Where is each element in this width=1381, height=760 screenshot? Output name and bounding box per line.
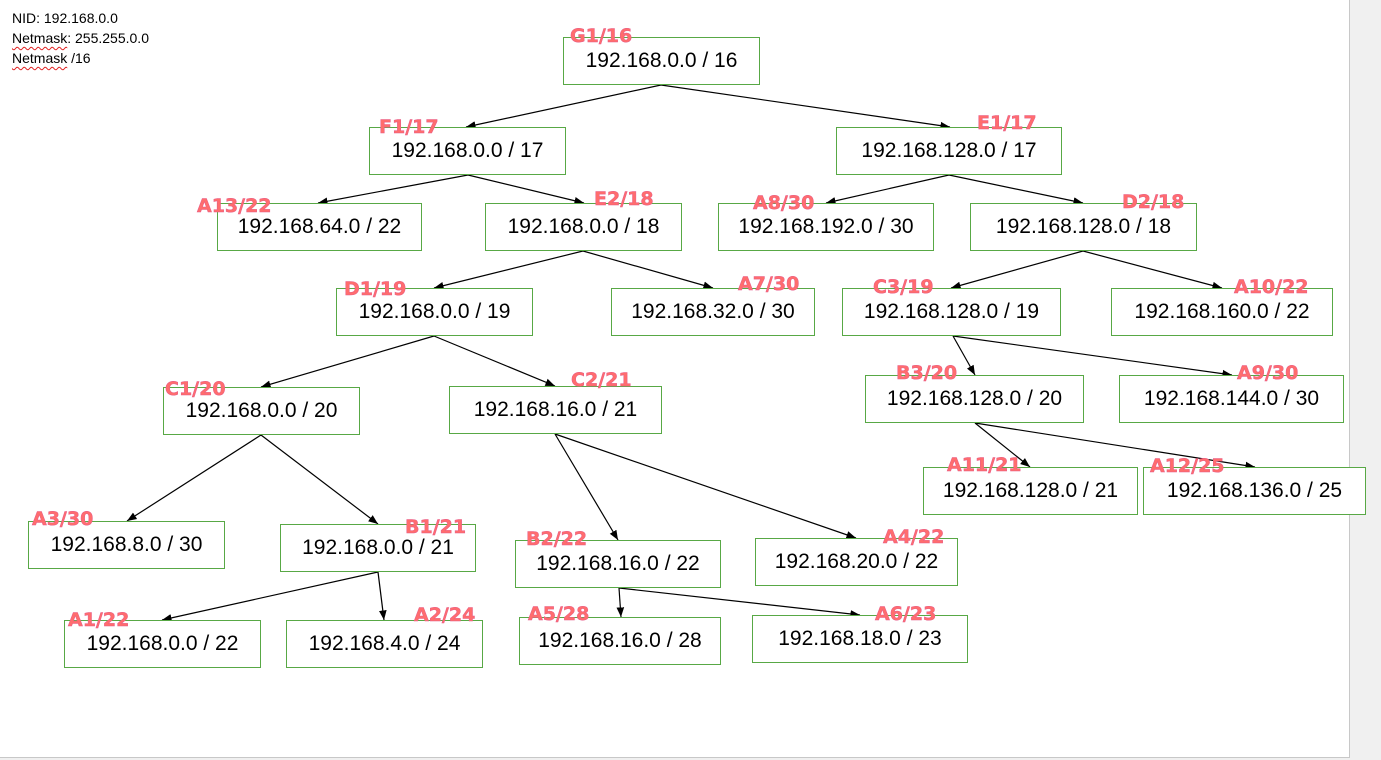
subnet-tag-b1: B1/21 [405, 516, 467, 538]
edge-e1-a8 [825, 174, 950, 205]
netmask-line: Netmask: 255.255.0.0 [12, 30, 149, 46]
subnet-tag-a8: A8/30 [753, 192, 815, 214]
edge-e2-a7 [582, 250, 714, 290]
subnet-box-a8: 192.168.192.0 / 30 [718, 203, 934, 251]
subnet-box-d2: 192.168.128.0 / 18 [970, 203, 1197, 251]
subnet-box-a13: 192.168.64.0 / 22 [217, 203, 422, 251]
subnet-box-a2: 192.168.4.0 / 24 [286, 620, 483, 668]
subnet-tag-d1: D1/19 [344, 278, 407, 300]
subnet-tag-c2: C2/21 [571, 369, 632, 391]
subnet-tag-a7: A7/30 [738, 273, 800, 295]
subnet-box-b2: 192.168.16.0 / 22 [515, 540, 721, 588]
edge-e2-d1 [433, 250, 584, 290]
edge-d1-c2 [433, 335, 556, 387]
subnet-box-a11: 192.168.128.0 / 21 [923, 467, 1138, 515]
subnet-box-a4: 192.168.20.0 / 22 [755, 538, 958, 586]
subnet-box-a5: 192.168.16.0 / 28 [519, 617, 721, 665]
subnet-tag-d2: D2/18 [1122, 191, 1185, 213]
subnet-box-a3: 192.168.8.0 / 30 [28, 521, 225, 569]
subnet-tag-f1: F1/17 [379, 116, 439, 138]
subnet-tag-e2: E2/18 [594, 188, 654, 210]
edge-c3-a9 [952, 335, 1233, 378]
subnet-tag-a11: A11/21 [947, 454, 1022, 476]
subnet-box-d1: 192.168.0.0 / 19 [336, 288, 533, 336]
edge-e1-d2 [948, 174, 1084, 205]
subnet-box-a9: 192.168.144.0 / 30 [1119, 375, 1344, 423]
subnet-tag-e1: E1/17 [977, 112, 1037, 134]
edge-g1-e1 [660, 84, 951, 130]
edge-b1-a1 [161, 571, 379, 622]
subnet-box-b1: 192.168.0.0 / 21 [280, 524, 476, 572]
subnet-tag-a13: A13/22 [197, 195, 272, 217]
subnet-tag-a2: A2/24 [414, 604, 476, 626]
subnet-tag-c3: C3/19 [873, 276, 934, 298]
subnet-box-a12: 192.168.136.0 / 25 [1143, 467, 1366, 515]
subnet-box-e2: 192.168.0.0 / 18 [485, 203, 682, 251]
edge-c1-a3 [126, 434, 262, 522]
subnet-tag-a3: A3/30 [32, 508, 94, 530]
subnet-box-b3: 192.168.128.0 / 20 [865, 375, 1084, 423]
subnet-box-c3: 192.168.128.0 / 19 [842, 288, 1061, 336]
subnet-tag-g1: G1/16 [570, 25, 633, 47]
network-info: NID: 192.168.0.0 Netmask: 255.255.0.0 Ne… [12, 8, 149, 68]
edge-b2-a6 [618, 587, 861, 618]
edge-b3-a12 [974, 422, 1256, 470]
edge-d1-c1 [260, 335, 435, 388]
subnet-box-a10: 192.168.160.0 / 22 [1111, 288, 1333, 336]
subnet-tag-c1: C1/20 [165, 378, 226, 400]
edge-f1-a13 [317, 174, 469, 206]
subnet-tag-a10: A10/22 [1234, 276, 1309, 298]
subnet-tag-a12: A12/25 [1150, 455, 1225, 477]
subnet-box-c2: 192.168.16.0 / 21 [449, 386, 662, 434]
subnet-tag-a4: A4/22 [883, 526, 945, 548]
subnet-box-c1: 192.168.0.0 / 20 [163, 387, 360, 435]
edge-c2-a4 [554, 433, 857, 539]
subnet-tag-a6: A6/23 [875, 603, 937, 625]
edge-g1-f1 [465, 84, 662, 129]
nid-value: 192.168.0.0 [43, 10, 118, 26]
netmask-label: Netmask [12, 30, 68, 46]
subnet-box-e1: 192.168.128.0 / 17 [836, 127, 1062, 175]
subnet-tag-a1: A1/22 [68, 609, 130, 631]
prefix-label: Netmask [12, 50, 68, 66]
subnet-tag-b2: B2/22 [526, 528, 588, 550]
nid-line: NID: 192.168.0.0 [12, 8, 149, 28]
prefix-value: /16 [71, 50, 91, 66]
subnet-tag-a9: A9/30 [1237, 362, 1299, 384]
edge-c2-b2 [554, 433, 619, 541]
edge-c1-b1 [260, 434, 379, 525]
tree-edges [126, 84, 1256, 622]
subnet-box-f1: 192.168.0.0 / 17 [369, 127, 566, 175]
subnet-tag-a5: A5/28 [528, 603, 590, 625]
edge-d2-a10 [1082, 250, 1223, 290]
edge-b3-a11 [974, 422, 1031, 468]
edge-f1-e2 [467, 174, 585, 205]
subnet-tag-b3: B3/20 [896, 362, 958, 384]
nid-label: NID: [12, 10, 40, 26]
subnet-box-a7: 192.168.32.0 / 30 [611, 288, 815, 336]
edge-c3-b3 [952, 335, 976, 376]
subnet-box-g1: 192.168.0.0 / 16 [563, 37, 760, 85]
edge-b1-a2 [377, 571, 387, 621]
edge-d2-c3 [950, 250, 1084, 290]
subnet-box-a6: 192.168.18.0 / 23 [752, 615, 968, 663]
netmask-value: 255.255.0.0 [75, 30, 149, 46]
edge-b2-a5 [616, 587, 625, 618]
subnet-box-a1: 192.168.0.0 / 22 [64, 620, 261, 668]
prefix-line: Netmask /16 [12, 48, 149, 68]
